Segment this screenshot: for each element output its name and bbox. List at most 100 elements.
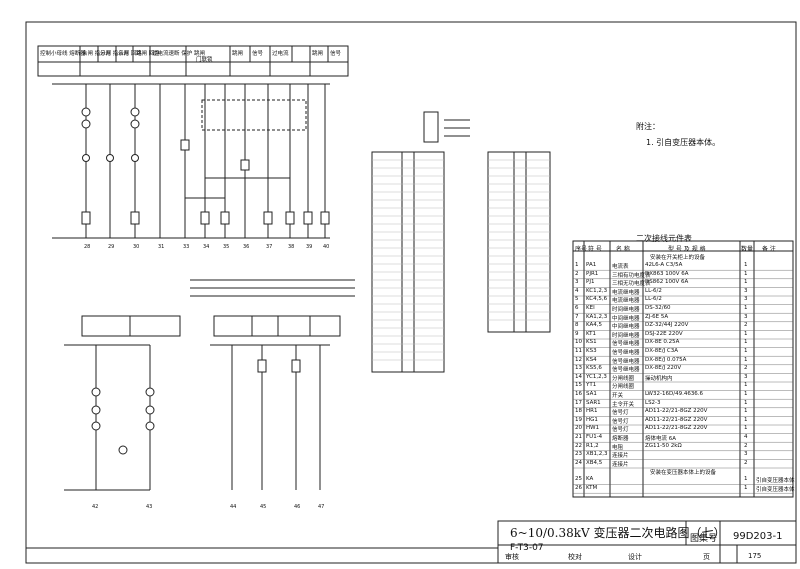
table-cell: ZJ-6E 5A — [645, 313, 669, 320]
table-cell: 2 — [744, 365, 748, 372]
table-cell: DS-32/60 — [645, 305, 671, 311]
table-cell: 1 — [744, 279, 748, 286]
table-cell: 13 — [575, 365, 582, 372]
header-cell: 信号 — [330, 51, 342, 57]
table-cell: 1 — [575, 262, 579, 268]
table-cell: 23 — [575, 451, 582, 458]
svg-text:35: 35 — [223, 244, 229, 250]
table-cell: 1 — [744, 382, 748, 389]
table-header: 数量 — [741, 246, 754, 253]
table-cell: 连接片 — [612, 453, 629, 460]
component-table — [572, 240, 794, 498]
notes-heading: 附注： — [636, 122, 660, 131]
table-cell: 操动机构内 — [645, 375, 673, 382]
table-cell: KS5,6 — [586, 365, 602, 372]
table-cell: 2 — [744, 442, 748, 449]
table-cell: 5 — [575, 296, 579, 303]
table-cell: 24 — [575, 459, 582, 466]
table-cell: FU1-4 — [586, 434, 603, 440]
lower-left-circuit — [64, 315, 181, 491]
svg-text:36: 36 — [243, 244, 249, 250]
drawing-title: 6~10/0.38kV 变压器二次电路图（七） — [510, 526, 726, 540]
table-cell: SA1 — [586, 391, 597, 397]
table-cell: KS1 — [586, 339, 597, 346]
table-cell: PJ1 — [586, 279, 595, 286]
table-cell: 1 — [744, 262, 748, 268]
table-cell: 1 — [744, 348, 748, 354]
table-cell: HR1 — [586, 408, 598, 415]
table-cell: 9 — [575, 330, 579, 337]
table-cell: 电流表 — [612, 264, 629, 270]
table-cell: 三相有功电度表 — [612, 272, 651, 279]
table-cell: 信号灯 — [612, 418, 629, 425]
table-header: 型 号 及 规 格 — [668, 246, 706, 253]
table-cell: 11 — [575, 348, 582, 354]
svg-text:38: 38 — [288, 244, 294, 250]
table-cell: KA — [586, 476, 594, 483]
table-cell: 主令开关 — [612, 401, 635, 408]
table-cell: DX-8E/J 220V — [645, 365, 682, 372]
table-cell: 1 — [744, 408, 748, 415]
table-cell: 12 — [575, 356, 582, 363]
header-cell: 信号 — [252, 51, 264, 57]
table-cell: HW1 — [586, 425, 600, 432]
svg-text:29: 29 — [108, 244, 114, 250]
table-cell: KS3 — [586, 348, 597, 354]
table-cell: 中间继电器 — [612, 315, 640, 322]
title-block-frame — [497, 520, 797, 564]
table-cell: 1 — [744, 270, 748, 277]
table-cell: YT1 — [586, 382, 597, 389]
header-cell: 跳闸 — [312, 51, 324, 57]
table-cell: 15 — [575, 382, 582, 389]
table-cell: DX-8E/J C3A — [645, 348, 679, 354]
table-cell: 3 — [575, 279, 579, 286]
table-cell: DSJ-22E 220V — [645, 330, 683, 337]
table-cell: XB4,5 — [586, 459, 603, 466]
table-cell: KT1 — [586, 330, 597, 337]
svg-text:30: 30 — [133, 244, 139, 250]
header-cell: 过电流速断 保护 跳闸 — [152, 51, 205, 57]
table-cell: 电阻 — [612, 444, 624, 451]
svg-text:39: 39 — [306, 244, 312, 250]
table-cell: 1 — [744, 416, 748, 423]
table-cell: 1 — [744, 425, 748, 432]
notes-item: 1. 引自变压器本体。 — [646, 138, 721, 147]
table-cell: 连接片 — [612, 461, 629, 468]
table-cell: KC4,5,6 — [586, 296, 608, 303]
table-cell: 电流继电器 — [612, 298, 640, 305]
table-cell: KC1,2,3 — [586, 287, 608, 294]
table-cell: 1 — [744, 391, 748, 397]
table-cell: 电流继电器 — [612, 289, 640, 296]
table-header: 序号 — [575, 246, 588, 253]
header-cell: 跳闸 — [232, 51, 244, 57]
header-cell: 合闸 回路 — [118, 51, 142, 57]
table-header: 名 称 — [616, 246, 630, 253]
table-cell: DX-8E 0.25A — [645, 339, 680, 346]
table-cell: SAR1 — [586, 399, 601, 406]
table-cell: 熔断器 — [612, 436, 629, 442]
table-cell: DX863 100V 6A — [645, 270, 689, 277]
page-label: 页 — [703, 553, 710, 561]
table-cell: XB1,2,3 — [586, 451, 608, 458]
table-cell: PA1 — [586, 262, 597, 268]
table-cell: ZG11-50 2kΩ — [645, 442, 682, 449]
table-cell: 4 — [744, 434, 748, 440]
table-cell: 3 — [744, 373, 748, 380]
table-header: 符 号 — [588, 246, 602, 253]
table-cell: 信号继电器 — [612, 350, 640, 356]
sig-check: 校对 — [568, 553, 582, 561]
table-cell: 3 — [744, 451, 748, 458]
table-cell: PJR1 — [586, 270, 599, 277]
table-cell: 2 — [575, 270, 579, 277]
table-cell: 10 — [575, 339, 582, 346]
table-cell: 引自变压器本体 — [756, 478, 795, 485]
svg-text:47: 47 — [318, 504, 324, 510]
table-cell: 1 — [744, 476, 748, 483]
svg-text:46: 46 — [294, 504, 300, 510]
atlas-label: 图集号 — [690, 534, 718, 544]
table-cell: 1 — [744, 356, 748, 363]
table-cell: AD11-22/21-8GZ 220V — [645, 425, 708, 432]
table-cell: HG1 — [586, 416, 598, 423]
table-cell: 信号灯 — [612, 427, 629, 434]
